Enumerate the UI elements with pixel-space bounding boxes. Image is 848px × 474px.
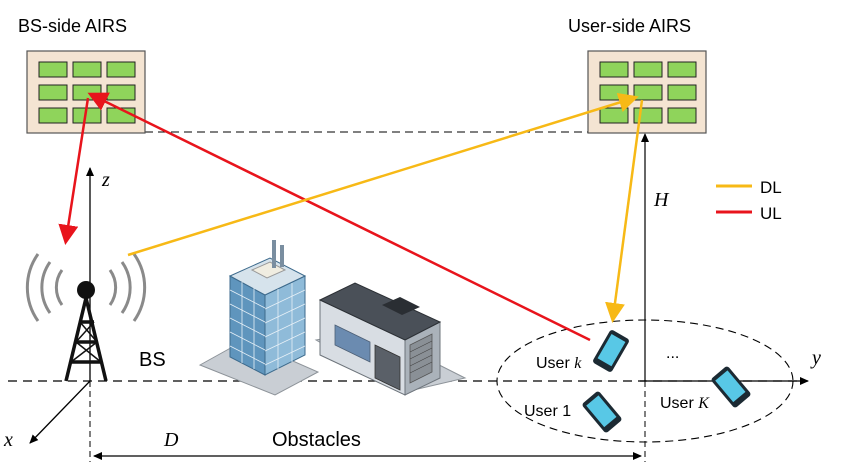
user-side-airs-label: User-side AIRS bbox=[568, 16, 691, 36]
ul-user-to-bs-airs bbox=[87, 92, 591, 342]
x-axis-label: x bbox=[3, 429, 13, 451]
user-k-label: User k bbox=[536, 355, 582, 372]
bs-label: BS bbox=[139, 349, 166, 371]
dl-airs-to-user bbox=[605, 99, 644, 323]
bs-side-airs-panel bbox=[26, 50, 146, 134]
user-area-ellipse bbox=[496, 319, 794, 443]
ul-airs-to-bs bbox=[58, 97, 90, 245]
bs-side-airs-label: BS-side AIRS bbox=[18, 16, 127, 36]
glass-building-icon bbox=[198, 240, 320, 396]
height-label: H bbox=[653, 189, 670, 211]
legend-ul-label: UL bbox=[760, 204, 782, 223]
warehouse-icon bbox=[314, 282, 467, 396]
z-axis-label: z bbox=[101, 169, 110, 191]
user-1-label: User 1 bbox=[524, 403, 571, 420]
distance-label: D bbox=[163, 429, 179, 451]
obstacles-label: Obstacles bbox=[272, 429, 361, 451]
user-side-airs-panel bbox=[587, 50, 707, 134]
x-axis bbox=[29, 380, 91, 444]
legend: DL UL bbox=[716, 178, 782, 223]
dl-bs-to-user-airs bbox=[127, 92, 639, 257]
tower-icon bbox=[25, 253, 147, 382]
phone-icon bbox=[711, 366, 751, 408]
phone-icon bbox=[593, 330, 629, 372]
y-axis-label: y bbox=[810, 347, 821, 369]
user-K-label: User K bbox=[660, 395, 710, 412]
phone-icon bbox=[582, 391, 622, 433]
legend-dl-label: DL bbox=[760, 178, 782, 197]
ellipsis-label: ... bbox=[666, 345, 679, 362]
